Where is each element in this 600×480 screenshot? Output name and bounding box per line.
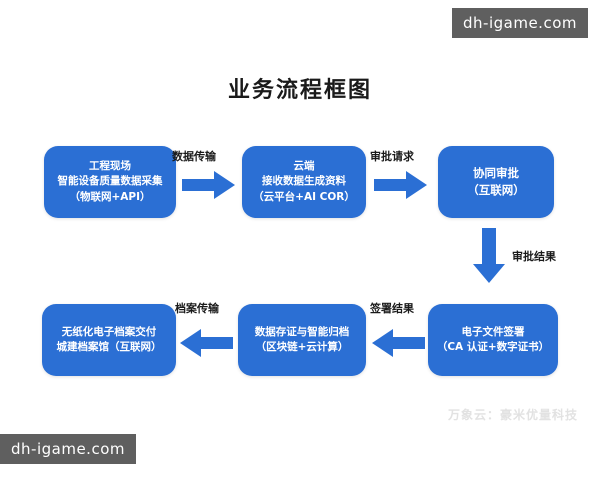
- process-node-approval: 协同审批 （互联网）: [438, 146, 554, 218]
- node-line: 无纸化电子档案交付: [61, 325, 157, 338]
- arrow-right-icon: [374, 170, 428, 200]
- arrow-left-icon: [372, 328, 426, 358]
- arrow-label-sign-result: 签署结果: [370, 302, 414, 315]
- node-line: （互联网）: [467, 183, 525, 197]
- node-line: 智能设备质量数据采集: [57, 175, 163, 188]
- node-line: 电子文件签署: [461, 325, 525, 338]
- node-line: （云平台+AI COR）: [253, 190, 355, 203]
- node-line: 城建档案馆（互联网）: [56, 341, 162, 353]
- arrow-left-icon: [180, 328, 234, 358]
- process-node-archive: 无纸化电子档案交付 城建档案馆（互联网）: [42, 304, 176, 376]
- watermark-bottom-left: dh-igame.com: [0, 434, 136, 464]
- process-node-site: 工程现场 智能设备质量数据采集 （物联网+API）: [44, 146, 176, 218]
- node-line: 接收数据生成资料: [262, 175, 346, 188]
- node-line: 工程现场: [89, 160, 131, 173]
- arrow-label-data-transfer: 数据传输: [172, 150, 216, 163]
- arrow-label-archive-transfer: 档案传输: [175, 302, 219, 315]
- arrow-right-icon: [182, 170, 236, 200]
- arrow-label-approval-result: 审批结果: [512, 250, 556, 263]
- node-line: 云端: [293, 160, 315, 173]
- process-node-sign: 电子文件签署 （CA 认证+数字证书）: [428, 304, 558, 376]
- arrow-label-approval-request: 审批请求: [370, 150, 414, 163]
- node-line: （区块链+云计算）: [255, 341, 349, 353]
- node-line: （CA 认证+数字证书）: [436, 341, 550, 353]
- process-node-storage: 数据存证与智能归档 （区块链+云计算）: [238, 304, 366, 376]
- node-line: （物联网+API）: [69, 190, 151, 203]
- node-line: 数据存证与智能归档: [254, 325, 350, 338]
- page-title: 业务流程框图: [227, 78, 372, 103]
- arrow-down-icon: [472, 228, 506, 284]
- node-line: 协同审批: [473, 166, 519, 181]
- watermark-faint-credit: 万象云：豪米优量科技: [448, 408, 579, 422]
- watermark-top-right: dh-igame.com: [452, 8, 588, 38]
- process-node-cloud: 云端 接收数据生成资料 （云平台+AI COR）: [242, 146, 366, 218]
